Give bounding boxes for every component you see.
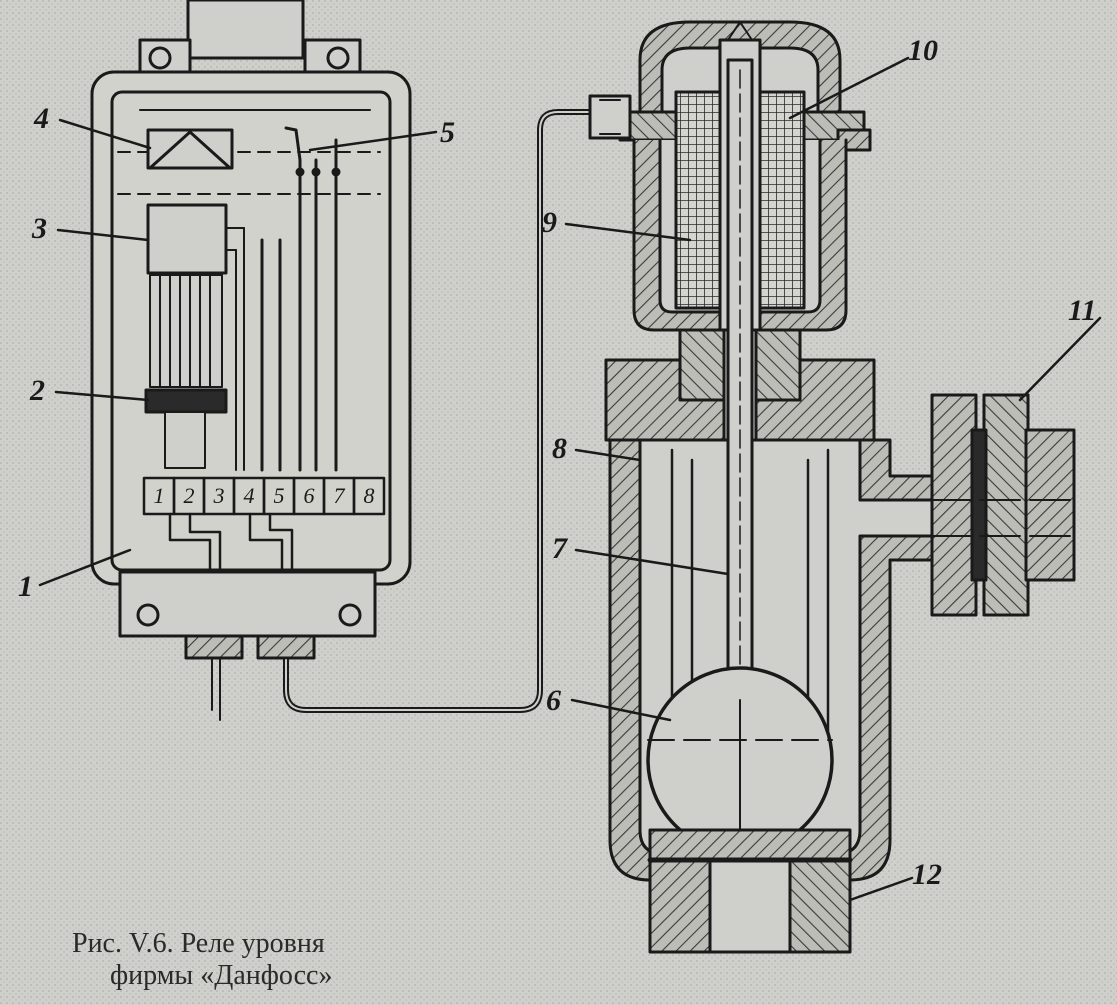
callout-11: 11 bbox=[1068, 294, 1097, 327]
terminal-strip-frame bbox=[142, 476, 386, 516]
relay-housing bbox=[90, 0, 412, 721]
terminal-label: 4 bbox=[243, 483, 255, 508]
callout-2: 2 bbox=[30, 374, 45, 407]
callout-6: 6 bbox=[546, 684, 561, 717]
callout-8: 8 bbox=[552, 432, 567, 465]
lamination-stack bbox=[149, 274, 223, 388]
caption-line-2: фирмы «Данфосс» bbox=[110, 960, 333, 991]
terminal-label: 2 bbox=[183, 483, 195, 508]
callout-7: 7 bbox=[552, 532, 567, 565]
terminal-label: 8 bbox=[363, 483, 375, 508]
terminal-label: 6 bbox=[303, 483, 315, 508]
coil-winding bbox=[674, 90, 806, 310]
caption-line-1: Рис. V.6. Реле уровня bbox=[72, 928, 325, 959]
callout-12: 12 bbox=[912, 858, 942, 891]
terminal-label: 3 bbox=[213, 483, 225, 508]
drain-flange bbox=[647, 828, 853, 954]
callout-3: 3 bbox=[32, 212, 47, 245]
switch-element bbox=[146, 128, 234, 170]
callout-9: 9 bbox=[542, 206, 557, 239]
callout-1: 1 bbox=[18, 570, 33, 603]
callout-5: 5 bbox=[440, 116, 455, 149]
callout-4: 4 bbox=[34, 102, 49, 135]
magnet-block bbox=[146, 203, 228, 275]
terminal-label: 7 bbox=[333, 483, 345, 508]
terminal-label: 5 bbox=[273, 483, 285, 508]
armature-band bbox=[144, 388, 228, 414]
terminal-label: 1 bbox=[153, 483, 165, 508]
callout-10: 10 bbox=[908, 34, 938, 67]
outlet-flange bbox=[879, 393, 1076, 617]
leader-lines bbox=[38, 56, 1102, 902]
contact-set bbox=[260, 126, 341, 472]
figure-caption: Рис. V.6. Реле уровня фирмы «Данфосс» bbox=[72, 928, 332, 992]
